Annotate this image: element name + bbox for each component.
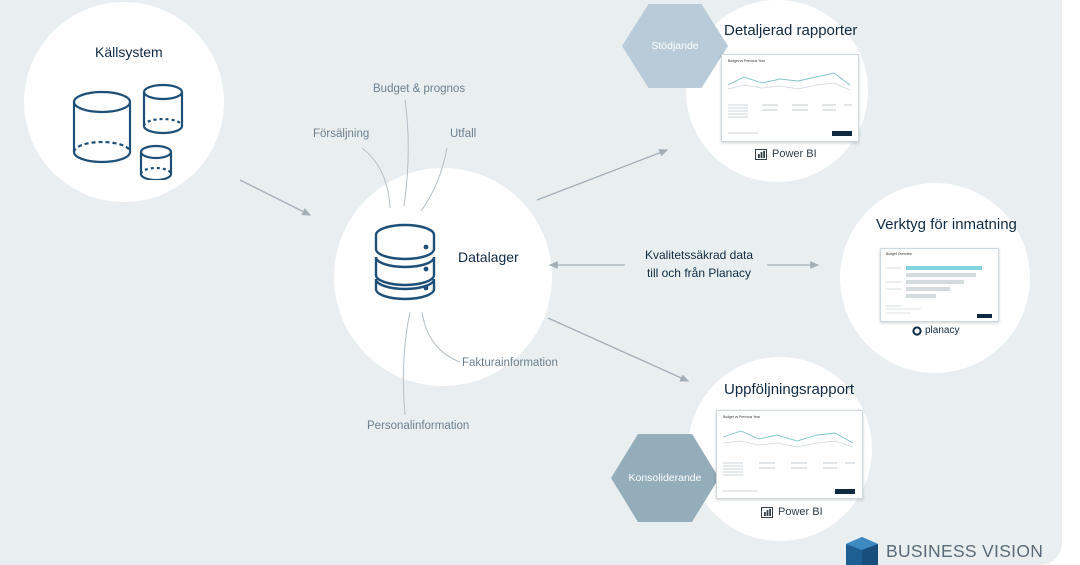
curve-utfall	[420, 147, 448, 212]
curve-faktura	[421, 311, 461, 363]
source-label-faktura: Fakturainformation	[462, 357, 558, 369]
curve-budget	[403, 99, 409, 207]
planacy-brand: planacy	[912, 325, 959, 336]
input-tool-title: Verktyg för inmatning	[876, 216, 1017, 233]
powerbi-brand-bottom: Power BI	[761, 506, 823, 518]
database-icon	[72, 83, 184, 180]
follow-up-report-title: Uppföljningsrapport	[724, 381, 855, 398]
follow-up-report-thumbnail: Budget vs Previous Year	[716, 410, 863, 499]
curve-forsaljning	[361, 147, 391, 209]
arrow-to-detailed-reports	[536, 149, 669, 201]
report-title-top: Budget vs Previous Year	[728, 59, 765, 63]
business-vision-cube-icon	[846, 537, 878, 565]
arrow-source-to-datalager	[239, 179, 312, 216]
business-vision-logo: BUSINESS VISION	[844, 537, 1043, 565]
detailed-report-thumbnail: Budget vs Previous Year	[721, 54, 859, 142]
quality-data-label: Kvalitetssäkrad data till och från Plana…	[624, 246, 774, 282]
powerbi-icon	[755, 148, 767, 160]
stodjande-hexagon: Stödjande	[622, 4, 728, 88]
planacy-icon	[912, 325, 922, 336]
detailed-reports-title: Detaljerad rapporter	[724, 22, 858, 39]
source-label-personal: Personalinformation	[367, 420, 470, 432]
stodjande-label: Stödjande	[651, 40, 699, 52]
report-line-chart-top	[727, 72, 852, 136]
powerbi-brand-top: Power BI	[755, 148, 817, 160]
konsoliderande-label: Konsoliderande	[628, 472, 702, 484]
powerbi-label-top: Power BI	[772, 148, 817, 160]
quality-data-line1: Kvalitetssäkrad data	[644, 248, 754, 262]
curve-personal	[402, 311, 411, 416]
datalager-title: Datalager	[458, 249, 519, 265]
source-label-utfall: Utfall	[450, 128, 477, 140]
report-title-bottom: Budget vs Previous Year	[723, 415, 760, 419]
powerbi-label-bottom: Power BI	[778, 506, 823, 518]
powerbi-icon	[761, 506, 773, 518]
planacy-label: planacy	[925, 325, 960, 336]
input-bars	[886, 266, 992, 318]
server-stack-icon	[374, 223, 436, 301]
source-label-forsaljning: Försäljning	[313, 128, 370, 140]
input-tool-thumbnail: Budget Overview	[880, 248, 999, 322]
report-title-input: Budget Overview	[886, 252, 912, 256]
datalager-circle	[334, 168, 552, 386]
source-systems-circle	[24, 2, 224, 202]
source-systems-title: Källsystem	[95, 44, 163, 60]
business-vision-text: BUSINESS VISION	[886, 540, 1044, 561]
quality-data-line2: till och från Planacy	[646, 266, 752, 280]
arrow-to-follow-up-report	[547, 317, 690, 382]
source-label-budget: Budget & prognos	[373, 83, 466, 95]
report-line-chart-bottom	[722, 430, 855, 494]
